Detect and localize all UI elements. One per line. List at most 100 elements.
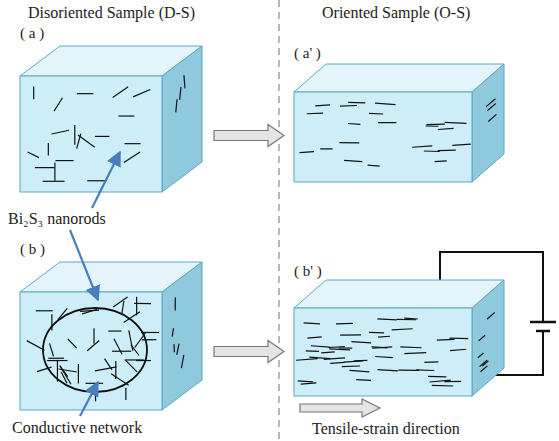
- nanorod: [87, 180, 105, 181]
- nanorod: [28, 75, 185, 181]
- nanorod: [124, 152, 140, 163]
- nanorod: [303, 322, 320, 324]
- nanorod: [311, 346, 330, 347]
- nanorod: [28, 152, 39, 158]
- nanorod: [176, 99, 177, 112]
- nanorod: [35, 167, 55, 168]
- nanorod: [344, 160, 362, 161]
- nanorod: [184, 75, 185, 88]
- nanorod: [27, 341, 45, 351]
- nanorod: [404, 352, 426, 354]
- nanorod: [296, 313, 495, 386]
- cube-outline: [14, 240, 210, 412]
- nanorod: [54, 163, 55, 181]
- nanorod: [375, 103, 396, 104]
- nanorod: [330, 362, 344, 363]
- nanorod: [61, 372, 67, 383]
- annotation-label: Conductive network: [12, 419, 142, 437]
- nanorod: [133, 89, 150, 96]
- nanorod: [58, 308, 67, 319]
- cube-front: [20, 76, 162, 192]
- nanorod: [480, 366, 487, 372]
- nanorod: [424, 361, 438, 363]
- sample-block: ( b ): [14, 240, 210, 412]
- nanorod: [426, 125, 439, 126]
- panel-label: ( b ): [20, 240, 45, 258]
- nanorod: [113, 297, 127, 307]
- sample-block: ( a ): [14, 24, 210, 194]
- nanorod: [444, 381, 461, 382]
- nanorod: [299, 99, 496, 166]
- nanorod: [37, 367, 52, 371]
- nanorod: [435, 160, 447, 162]
- nanorod: [175, 297, 176, 310]
- nanorod: [296, 359, 318, 361]
- nanorod: [115, 361, 116, 379]
- nanorod: [324, 358, 345, 360]
- nanorod: [126, 360, 137, 372]
- nanorod: [426, 124, 445, 126]
- nanorod: [315, 105, 330, 106]
- cube-front: [294, 308, 472, 396]
- nanorod: [351, 342, 371, 343]
- nanorod: [125, 388, 126, 400]
- nanorod: [180, 87, 181, 100]
- nanorod: [452, 144, 471, 145]
- nanorod: [487, 313, 495, 320]
- nanorod: [108, 330, 121, 331]
- process-arrow: [214, 125, 284, 147]
- nanorod: [52, 130, 70, 134]
- nanorod: [173, 344, 175, 352]
- nanorod: [142, 339, 157, 340]
- nanorod: [177, 344, 179, 355]
- nanorod: [329, 348, 350, 350]
- nanorod: [141, 332, 159, 333]
- nanorod: [450, 338, 469, 340]
- nanorod: [77, 93, 94, 94]
- nanorod: [488, 114, 496, 121]
- nanorod: [398, 370, 419, 371]
- nanorod: [80, 310, 99, 311]
- nanorod: [112, 351, 131, 352]
- sample-block: ( b' ): [288, 262, 510, 400]
- cube-top: [294, 64, 504, 92]
- nanorod: [339, 347, 353, 348]
- nanorod: [486, 99, 495, 107]
- sample-block: ( a' ): [288, 44, 510, 184]
- nanorod: [482, 361, 488, 366]
- cube-outline: [288, 262, 510, 400]
- nanorod: [371, 346, 387, 348]
- divider-line: [278, 0, 279, 441]
- nanorod: [113, 87, 128, 98]
- nanorod: [350, 370, 370, 371]
- nanorod: [392, 329, 413, 330]
- nanorod: [74, 125, 75, 145]
- nanorod: [424, 150, 440, 152]
- nanorod: [78, 364, 79, 384]
- nanorod: [369, 113, 383, 115]
- nanorod: [93, 328, 94, 344]
- annotation-label: Bi₂S₃ nanorods: [8, 210, 106, 228]
- nanorod: [111, 374, 129, 386]
- nanorod: [342, 365, 360, 367]
- nanorod: [136, 297, 137, 316]
- nanorod: [48, 358, 64, 359]
- nanorod: [60, 366, 68, 377]
- nanorod: [50, 343, 54, 356]
- nanorod: [124, 143, 140, 144]
- nanorod: [348, 123, 360, 125]
- nanorod: [369, 332, 384, 334]
- cube-outline: [14, 24, 210, 194]
- cube-side: [162, 262, 202, 410]
- cube-front: [20, 292, 162, 410]
- cube-side: [472, 64, 504, 182]
- nanorod: [356, 379, 371, 381]
- nanorod: [55, 160, 73, 161]
- nanorod: [104, 359, 111, 370]
- cube-side: [162, 46, 202, 192]
- nanorod: [339, 142, 359, 143]
- nanorod: [33, 87, 34, 100]
- nanorod: [377, 318, 396, 320]
- nanorod: [340, 334, 361, 335]
- nanorod: [432, 385, 453, 387]
